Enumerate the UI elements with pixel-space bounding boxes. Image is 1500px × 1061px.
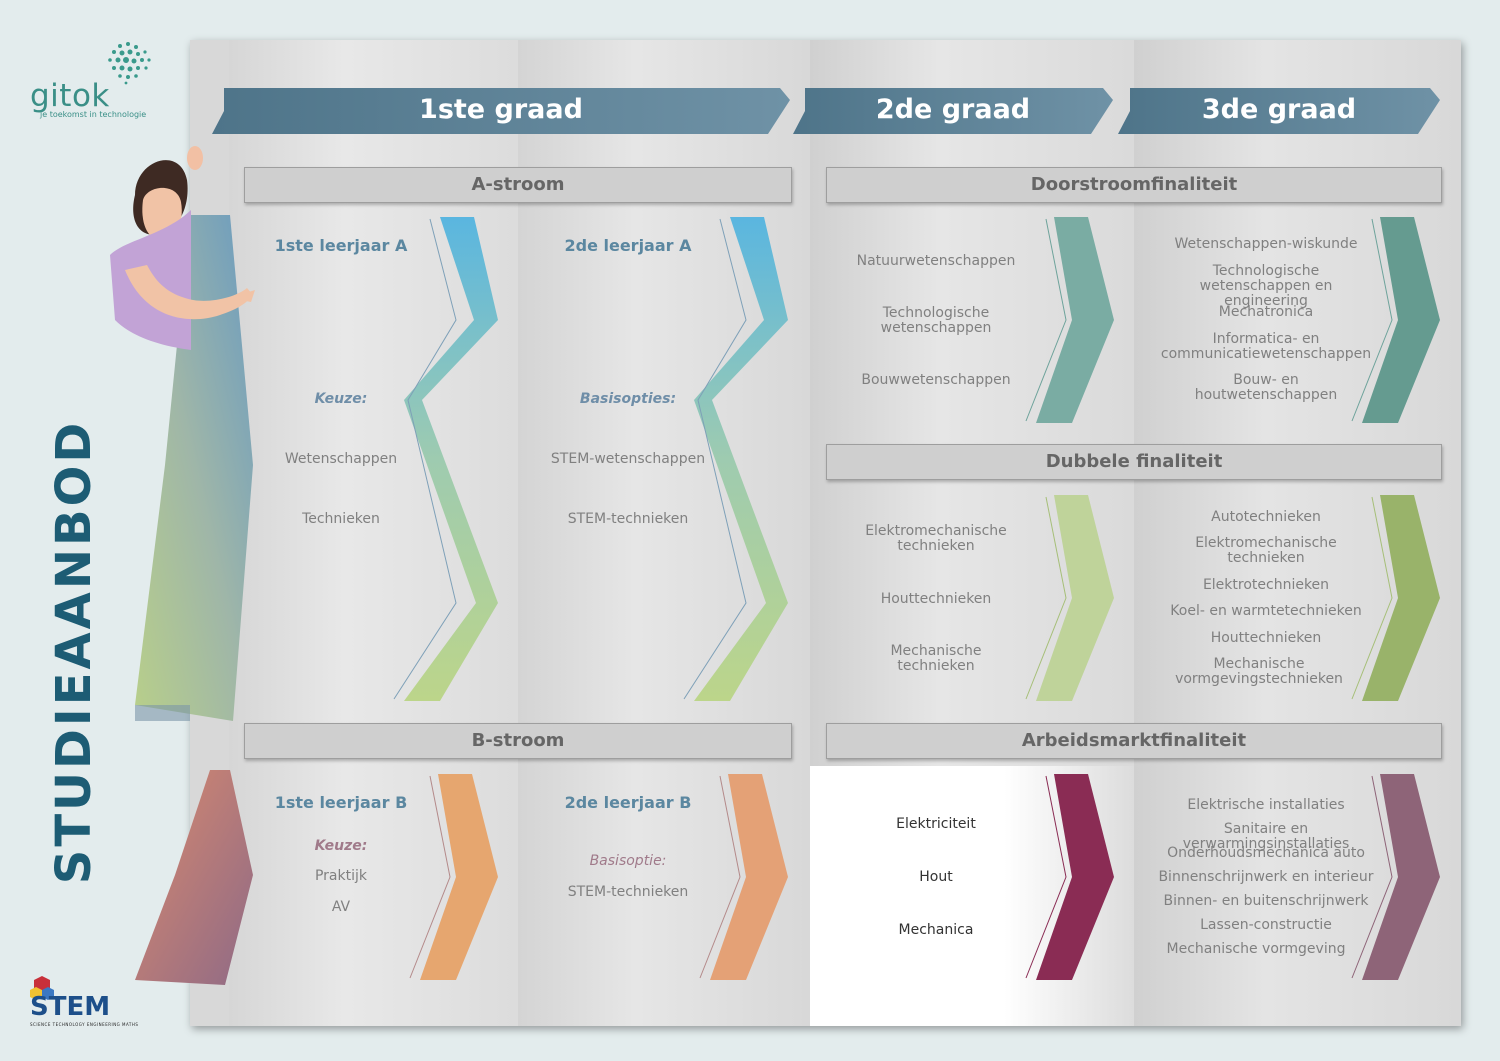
banner-shape-icon (793, 88, 1113, 134)
section-b-stroom: B-stroom (244, 723, 792, 759)
doorstroom-3-item: Wetenschappen-wiskunde (1174, 236, 1358, 252)
card-2b-item: STEM-technieken (567, 884, 689, 900)
page-title: STUDIEAANBOD (46, 419, 102, 885)
banner-grade-3: 3de graad (1118, 88, 1440, 134)
arbeid-3-item: Sanitaire en verwarmingsinstallaties (1182, 821, 1350, 852)
dubbele-3-item: Koel- en warmtetechnieken (1170, 603, 1362, 619)
arbeid-3-chevron (1152, 772, 1440, 982)
grade-2-label: 2de graad (875, 94, 1031, 125)
section-doorstroom: Doorstroomfinaliteit (826, 167, 1442, 203)
arbeid-3-item: Mechanische vormgeving (1166, 941, 1346, 957)
arbeid-3-item: Onderhoudsmechanica auto (1167, 845, 1365, 861)
dubbele-3-chevron (1152, 493, 1440, 703)
doorstroom-3-item: Mechatronica (1218, 304, 1314, 320)
doorstroom-2-item: Natuurwetenschappen (856, 253, 1016, 269)
card-1b-label: Keuze: (314, 838, 368, 854)
arbeid-2-item: Elektriciteit (896, 816, 976, 832)
doorstroom-3-chevron (1152, 215, 1440, 425)
card-1a-label: Keuze: (314, 391, 368, 407)
card-2a-chevron (536, 215, 788, 703)
arbeid-3-item: Lassen-constructie (1200, 917, 1332, 933)
card-1b-item: Praktijk (314, 868, 367, 884)
arbeid-3-item: Elektrische installaties (1187, 797, 1345, 813)
a-stroom-side-ribbon (135, 215, 253, 721)
card-2a-item: STEM-technieken (567, 511, 689, 527)
section-arbeidsmarkt: Arbeidsmarktfinaliteit (826, 723, 1442, 759)
dubbele-2-item: Houttechnieken (880, 591, 992, 607)
doorstroom-2-item: Technologische wetenschappen (880, 305, 992, 336)
dubbele-3-item: Elektromechanische technieken (1195, 535, 1337, 566)
arbeid-2-item: Mechanica (898, 922, 974, 938)
arbeid-3-item: Binnenschrijnwerk en interieur (1158, 869, 1374, 885)
card-2b-label: Basisoptie: (589, 853, 667, 869)
dubbele-2-chevron (828, 493, 1114, 703)
card-2b-title: 2de leerjaar B (564, 793, 692, 812)
card-1b-item: AV (331, 899, 351, 915)
card-1a-chevron (246, 215, 498, 703)
person-illustration (110, 146, 255, 350)
dubbele-2-item: Elektromechanische technieken (865, 523, 1007, 554)
card-2a-title: 2de leerjaar A (564, 236, 692, 255)
grade-1-label: 1ste graad (419, 94, 583, 125)
dots-icon (108, 42, 151, 85)
stem-hex-icon (30, 976, 54, 1000)
banner-grade-1: 1ste graad (212, 88, 790, 134)
arbeid-3-item: Binnen- en buitenschrijnwerk (1163, 893, 1369, 909)
dubbele-3-item: Elektrotechnieken (1202, 577, 1330, 593)
doorstroom-2-chevron (828, 215, 1114, 425)
section-dubbele: Dubbele finaliteit (826, 444, 1442, 480)
card-2b-chevron (536, 772, 788, 982)
card-1b-title: 1ste leerjaar B (274, 793, 408, 812)
doorstroom-3-item: Technologische wetenschappen en engineer… (1199, 263, 1333, 309)
card-1a-title: 1ste leerjaar A (274, 236, 408, 255)
doorstroom-3-item: Bouw- en houtwetenschappen (1194, 372, 1338, 403)
card-1a-item: Wetenschappen (284, 451, 398, 467)
b-stroom-side-ribbon (135, 770, 253, 985)
grade-3-label: 3de graad (1201, 94, 1357, 125)
arbeid-2-item: Hout (919, 869, 953, 885)
dubbele-2-item: Mechanische technieken (890, 643, 982, 674)
section-a-stroom: A-stroom (244, 167, 792, 203)
dubbele-3-item: Mechanische vormgevingstechnieken (1175, 656, 1343, 687)
card-2a-label: Basisopties: (579, 391, 677, 407)
stem-tagline: SCIENCE TECHNOLOGY ENGINEERING MATHS (30, 1022, 139, 1027)
card-1a-item: Technieken (302, 511, 380, 527)
banner-shape-icon (1118, 88, 1440, 134)
doorstroom-2-item: Bouwwetenschappen (861, 372, 1011, 388)
logo-tagline: je toekomst in technologie (40, 110, 147, 119)
arbeid-2-chevron (828, 772, 1114, 982)
card-1b-chevron (246, 772, 498, 982)
dubbele-3-item: Houttechnieken (1210, 630, 1322, 646)
stem-logo: STEM (30, 992, 111, 1022)
card-2a-item: STEM-wetenschappen (550, 451, 706, 467)
banner-shape-icon (212, 88, 790, 134)
dubbele-3-item: Autotechnieken (1211, 509, 1321, 525)
doorstroom-3-item: Informatica- en communicatiewetenschappe… (1160, 331, 1372, 362)
banner-grade-2: 2de graad (793, 88, 1113, 134)
logo-name: gitok (30, 78, 110, 114)
